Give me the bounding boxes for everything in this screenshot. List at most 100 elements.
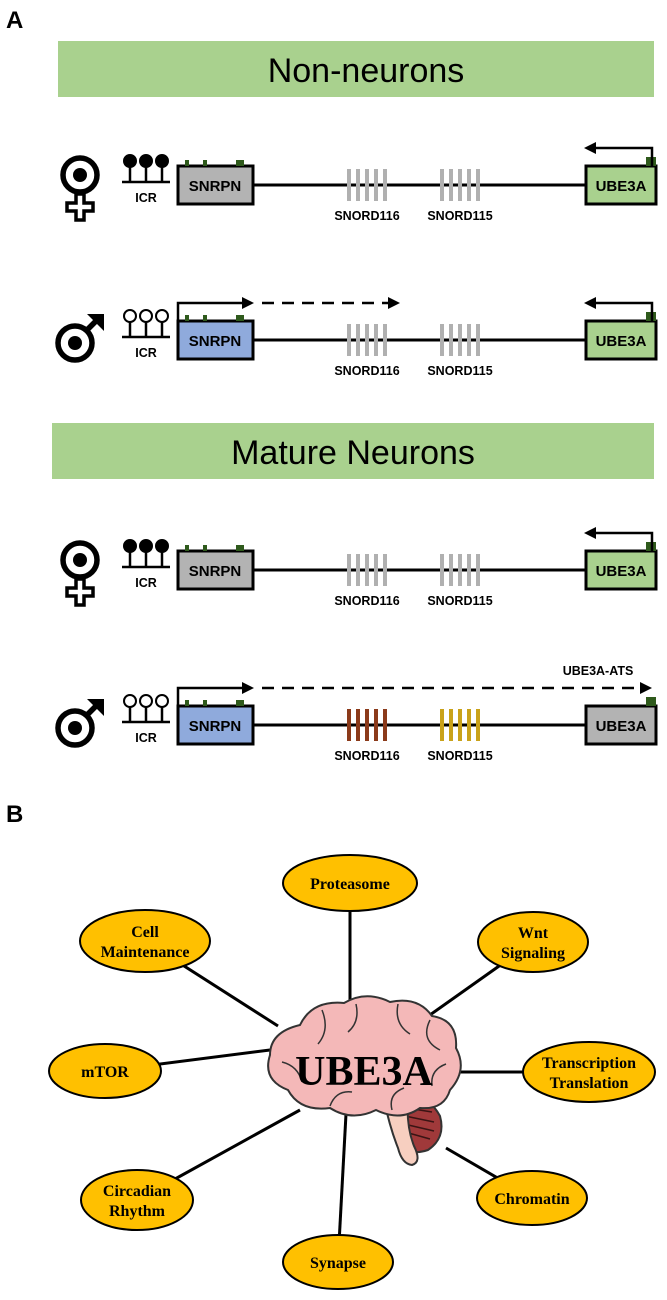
snord116-cluster-bar [356, 554, 360, 586]
snord115-label: SNORD115 [427, 594, 492, 608]
brain-icon [267, 995, 462, 1167]
promoter-mark [203, 315, 207, 321]
brain-folds [281, 1003, 447, 1111]
male-dot [68, 336, 82, 350]
snord116-label: SNORD116 [334, 594, 399, 608]
methylated-cpg [139, 154, 153, 168]
snord115-cluster-bar [440, 324, 444, 356]
female-cross [65, 577, 95, 607]
ube3a-label: UBE3A [596, 178, 647, 195]
ube3a-arrowhead [584, 527, 596, 539]
promoter-mark [236, 160, 244, 166]
mature-neurons-title: Mature Neurons [231, 434, 475, 472]
snord116-cluster-bar [383, 554, 387, 586]
snord115-cluster-bar [449, 324, 453, 356]
snrpn-arrow [176, 686, 244, 706]
ube3a-box [584, 704, 658, 746]
promoter-mark [185, 315, 189, 321]
female-ring [60, 155, 100, 195]
snord115-cluster-bar [476, 709, 480, 741]
snord116-cluster-bar [365, 554, 369, 586]
icr-label: ICR [135, 191, 157, 205]
snord116-cluster-bar [347, 554, 351, 586]
snord116-label: SNORD116 [334, 749, 399, 763]
snord116-cluster-bar [347, 324, 351, 356]
snord115-cluster-bar [458, 554, 462, 586]
promoter-mark [185, 545, 189, 551]
promoter-mark [185, 700, 189, 706]
node-label: Signaling [501, 945, 565, 962]
snord116-cluster-bar [374, 169, 378, 201]
male-symbol-icon [55, 699, 104, 748]
cerebellum-folds [403, 1107, 435, 1140]
node-ellipse [522, 1041, 656, 1103]
snord116-cluster-bar [356, 709, 360, 741]
snrpn-label: SNRPN [189, 718, 242, 735]
snrpn-label: SNRPN [189, 178, 242, 195]
ube3a-arrow [594, 301, 654, 321]
snord115-label: SNORD115 [427, 364, 492, 378]
snord116-cluster-bar [374, 324, 378, 356]
snord116-cluster-bar [383, 324, 387, 356]
node-ellipse [48, 1043, 162, 1099]
ube3a-label: UBE3A [596, 563, 647, 580]
male-arrowhead [87, 699, 104, 716]
panel-b-label: B [6, 801, 23, 828]
snord115-label: SNORD115 [427, 749, 492, 763]
node-label: Synapse [310, 1255, 366, 1272]
snord115-cluster-bar [458, 169, 462, 201]
snrpn-label: SNRPN [189, 563, 242, 580]
snord115-cluster-bar [449, 169, 453, 201]
promoter-mark [203, 700, 207, 706]
methylated-cpg [155, 154, 169, 168]
promoter-mark [203, 545, 207, 551]
promoter-mark [236, 545, 244, 551]
mature-neurons-banner-bg [52, 423, 654, 479]
row-4: ICR SNRPN SNORD116 SNORD115 UBE3A UBE3A-ATS [55, 664, 658, 763]
snord116-cluster-bar [356, 169, 360, 201]
icr-label: ICR [135, 346, 157, 360]
snord116-cluster-bar [365, 709, 369, 741]
node-label: Maintenance [101, 944, 190, 961]
ube3a-ats-label: UBE3A-ATS [563, 664, 634, 678]
snord115-cluster-bar [449, 554, 453, 586]
unmethylated-cpg [123, 694, 137, 708]
transcript-arrowhead [388, 297, 400, 309]
snord115-cluster-bar [440, 709, 444, 741]
node-label: Rhythm [109, 1203, 166, 1220]
unmethylated-cpg [123, 309, 137, 323]
icr-label: ICR [135, 731, 157, 745]
ube3a-box [584, 549, 658, 591]
node-label: Cell [131, 924, 159, 941]
node-label: Wnt [518, 925, 549, 942]
snord116-cluster [347, 709, 387, 741]
male-dot [68, 721, 82, 735]
snord116-cluster-bar [374, 554, 378, 586]
icr-lollipops [122, 309, 170, 339]
snord116-cluster-bar [365, 169, 369, 201]
transcript-arrowhead [640, 682, 652, 694]
promoter-mark [203, 160, 207, 166]
node-label: Transcription [542, 1055, 636, 1072]
snord115-cluster-bar [467, 554, 471, 586]
female-dot [73, 168, 87, 182]
node-ellipse [476, 1170, 588, 1226]
network-node: Chromatin [476, 1170, 588, 1226]
network-nodes: ProteasomeWntSignalingTranscriptionTrans… [48, 854, 656, 1290]
snord115-cluster-bar [476, 554, 480, 586]
network-node: mTOR [48, 1043, 162, 1099]
unmethylated-cpg [155, 309, 169, 323]
center-label: UBE3A [295, 1049, 433, 1095]
snord115-cluster [440, 709, 480, 741]
node-ellipse [477, 911, 589, 973]
network-node: Proteasome [282, 854, 418, 912]
snrpn-box [176, 319, 255, 361]
ube3a-arrow [594, 531, 654, 551]
ube3a-label: UBE3A [596, 718, 647, 735]
snord116-cluster [347, 554, 387, 586]
